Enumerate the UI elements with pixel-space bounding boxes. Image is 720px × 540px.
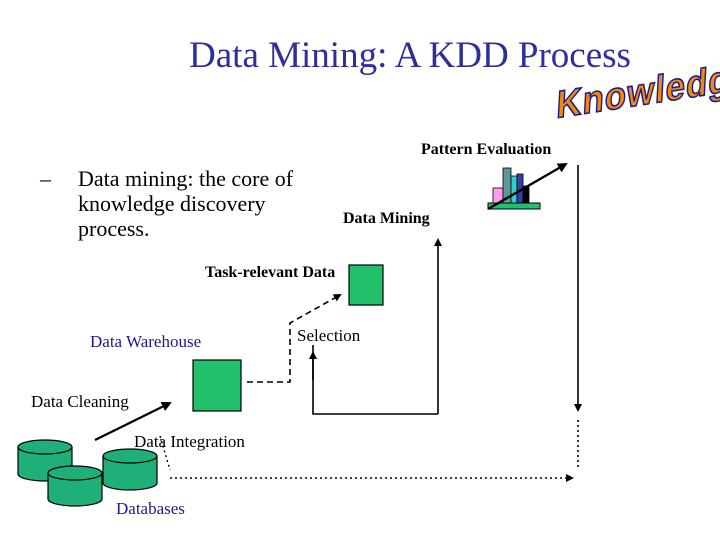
label-data-warehouse: Data Warehouse [90, 332, 202, 351]
selection-arrow [312, 345, 438, 415]
label-data-integration: Data Integration [134, 432, 245, 451]
warehouse-to-task-dashed-path [247, 294, 342, 383]
bullet-text: Data mining: the core of knowledge disco… [78, 166, 294, 241]
knowledge-wordart: Knowledge [555, 53, 720, 127]
label-selection: Selection [297, 326, 361, 345]
label-pattern-evaluation: Pattern Evaluation [421, 141, 552, 158]
label-task-relevant-data: Task-relevant Data [205, 264, 336, 281]
pattern-to-knowledge-arrow [487, 162, 568, 211]
database-icon [102, 448, 158, 491]
bullet-dash: – [40, 166, 51, 191]
database-icon [47, 465, 103, 507]
task-relevant-data-box [348, 264, 384, 306]
bullet-point: – Data mining: the core of knowledge dis… [40, 166, 340, 241]
data-warehouse-box [192, 359, 242, 412]
pattern-histogram-icon [487, 167, 541, 210]
integration-dotted-line [159, 435, 171, 471]
knowledge-wordart-text: Knowledge [556, 54, 720, 127]
database-icon [17, 439, 73, 482]
slide-title: Data Mining: A KDD Process [189, 35, 631, 76]
label-data-cleaning: Data Cleaning [31, 392, 129, 411]
label-databases: Databases [116, 499, 185, 518]
cleaning-integration-arrow [94, 402, 172, 441]
label-data-mining: Data Mining [343, 210, 430, 227]
